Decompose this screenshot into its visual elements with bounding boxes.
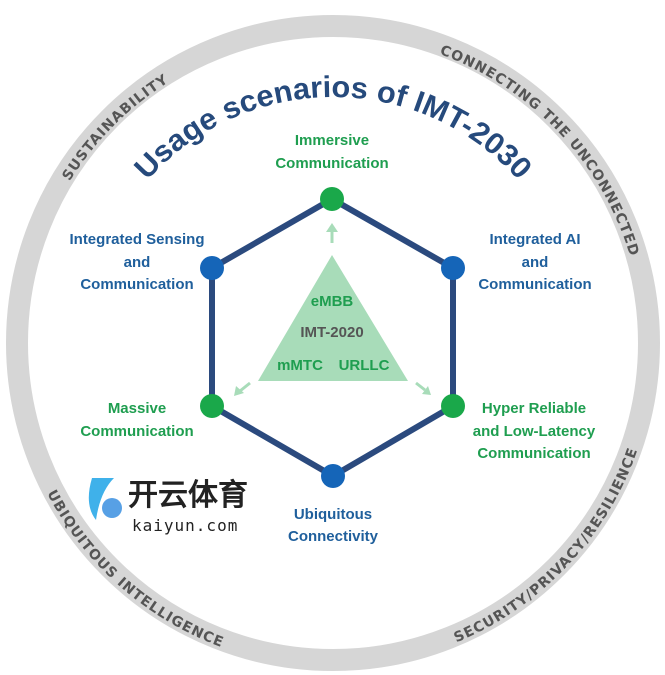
label-sensing: Integrated Sensing and Communication bbox=[69, 231, 204, 293]
node-immersive bbox=[320, 187, 344, 211]
label-immersive: Immersive Communication bbox=[275, 132, 388, 172]
svg-text:kaiyun.com: kaiyun.com bbox=[132, 516, 238, 535]
arrows bbox=[234, 223, 431, 396]
arrow-left-icon bbox=[239, 381, 251, 393]
svg-text:Communication: Communication bbox=[478, 276, 591, 293]
svg-text:Ubiquitous: Ubiquitous bbox=[294, 506, 372, 523]
svg-text:Communication: Communication bbox=[80, 276, 193, 293]
node-ubiquitous bbox=[321, 464, 345, 488]
label-ubiquitous: Ubiquitous Connectivity bbox=[288, 506, 379, 545]
label-ai: Integrated AI and Communication bbox=[478, 231, 591, 293]
svg-text:and Low-Latency: and Low-Latency bbox=[473, 423, 596, 440]
logo-ball-icon bbox=[102, 498, 122, 518]
svg-text:Communication: Communication bbox=[477, 445, 590, 462]
svg-text:and: and bbox=[124, 254, 151, 271]
svg-text:Communication: Communication bbox=[80, 423, 193, 440]
label-massive: Massive Communication bbox=[80, 400, 193, 440]
svg-text:Integrated Sensing: Integrated Sensing bbox=[69, 231, 204, 248]
ring-label-connecting: CONNECTING THE UNCONNECTED bbox=[438, 42, 642, 258]
imt2020-label: IMT-2020 bbox=[300, 324, 363, 341]
svg-text:and: and bbox=[522, 254, 549, 271]
watermark-logo: 开云体育 kaiyun.com bbox=[88, 478, 248, 535]
svg-text:开云体育: 开云体育 bbox=[128, 478, 248, 513]
svg-text:Connectivity: Connectivity bbox=[288, 528, 379, 545]
node-hrllc bbox=[441, 394, 465, 418]
imt2020-triangle bbox=[258, 255, 408, 381]
svg-text:Massive: Massive bbox=[108, 400, 166, 417]
node-sensing bbox=[200, 256, 224, 280]
arrow-up-head bbox=[326, 223, 338, 232]
svg-text:Communication: Communication bbox=[275, 155, 388, 172]
node-massive bbox=[200, 394, 224, 418]
node-ai bbox=[441, 256, 465, 280]
svg-text:Integrated AI: Integrated AI bbox=[489, 231, 580, 248]
svg-text:Immersive: Immersive bbox=[295, 132, 369, 149]
mmtc-label: mMTC bbox=[277, 357, 323, 374]
svg-text:Hyper Reliable: Hyper Reliable bbox=[482, 400, 586, 417]
logo-k-icon bbox=[88, 478, 114, 520]
label-hrllc: Hyper Reliable and Low-Latency Communica… bbox=[473, 400, 596, 462]
embb-label: eMBB bbox=[311, 293, 354, 310]
arrow-right-icon bbox=[415, 381, 426, 392]
outer-ring bbox=[6, 15, 660, 671]
urllc-label: URLLC bbox=[339, 357, 390, 374]
